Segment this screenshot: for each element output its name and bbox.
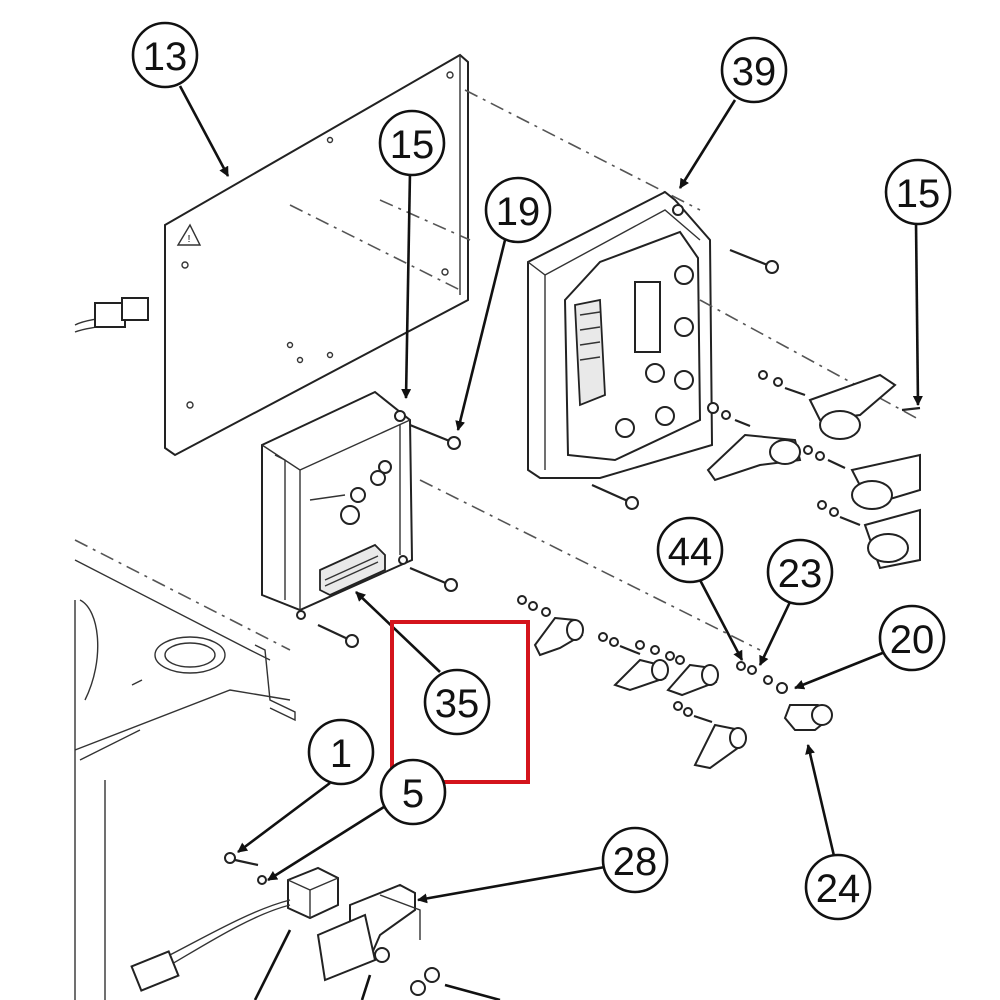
- callout-28-label: 28: [613, 840, 658, 884]
- terminals-center: [517, 595, 833, 770]
- callout-15-left: 15: [378, 109, 446, 177]
- callout-44-label: 44: [668, 530, 713, 574]
- callout-23: 23: [766, 538, 834, 606]
- callout-24: 24: [804, 853, 872, 921]
- callout-19: 19: [484, 176, 552, 244]
- callout-5: 5: [379, 758, 447, 826]
- svg-text:!: !: [188, 234, 191, 245]
- callout-39: 39: [720, 36, 788, 104]
- callout-23-label: 23: [778, 552, 823, 596]
- bolts-small: [296, 410, 461, 648]
- callout-39-label: 39: [732, 50, 777, 94]
- highlight-box: [390, 620, 530, 784]
- controller-large: [527, 190, 714, 479]
- callout-13-label: 13: [143, 35, 188, 79]
- chassis-frame: [74, 539, 296, 1000]
- callout-19-label: 19: [496, 190, 541, 234]
- callout-24-label: 24: [816, 867, 861, 911]
- callout-15-left-label: 15: [390, 123, 435, 167]
- bolts-large: [591, 248, 779, 510]
- callout-5-label: 5: [402, 772, 424, 816]
- switch-assembly: [130, 852, 440, 996]
- wire-connector-left: [74, 297, 149, 333]
- callout-1: 1: [307, 718, 375, 786]
- callout-35-label: 35: [435, 682, 480, 726]
- callout-15-right: 15: [884, 158, 952, 226]
- callout-1-label: 1: [330, 732, 352, 776]
- leader-lines: [178, 85, 923, 1000]
- callout-15-right-label: 15: [896, 172, 941, 216]
- callout-13: 13: [131, 21, 199, 89]
- callout-20: 20: [878, 604, 946, 672]
- terminals-right: [706, 370, 921, 570]
- callout-35: 35: [423, 668, 491, 736]
- callout-28: 28: [601, 826, 669, 894]
- controller-small: [261, 390, 414, 612]
- callout-20-label: 20: [890, 618, 935, 662]
- callout-44: 44: [656, 516, 724, 584]
